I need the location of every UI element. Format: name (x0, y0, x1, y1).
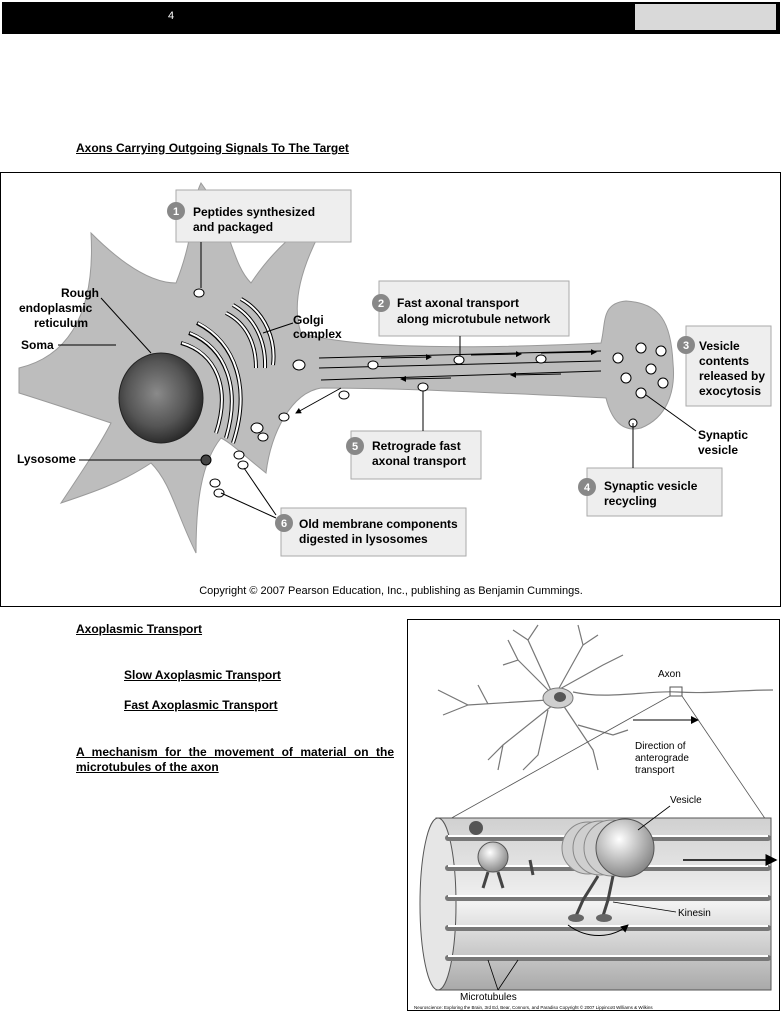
mechanism-text: A mechanism for the movement of material… (76, 745, 394, 774)
svg-text:2: 2 (378, 298, 384, 310)
label-reticulum: reticulum (34, 316, 88, 330)
page-number: 4 (168, 10, 175, 22)
section-title-axoplasmic: Axoplasmic Transport (76, 622, 203, 636)
svg-text:Retrograde fast: Retrograde fast (372, 439, 461, 453)
svg-text:released by: released by (699, 369, 765, 383)
slow-transport-heading: Slow Axoplasmic Transport (124, 668, 281, 682)
lysosome-dot (200, 454, 212, 466)
label-anterograde: anterograde (635, 753, 689, 764)
label-kinesin: Kinesin (678, 908, 711, 919)
figure2-credit: Neuroscience: Exploring the Brain, 3rd E… (414, 1004, 653, 1010)
callout-5: 5 Retrograde fast axonal transport (346, 430, 482, 480)
svg-text:exocytosis: exocytosis (699, 384, 761, 398)
label-direction: Direction of (635, 741, 686, 752)
svg-text:Vesicle: Vesicle (699, 339, 740, 353)
label-vesicle: Vesicle (670, 795, 702, 806)
label-rough: Rough (61, 286, 99, 300)
label-synaptic: Synaptic (698, 428, 748, 442)
callout-1: 1 Peptides synthesized and packaged (167, 189, 352, 243)
label-axon: Axon (658, 669, 681, 680)
svg-text:3: 3 (683, 340, 689, 352)
label-complex: complex (293, 327, 342, 341)
svg-text:and packaged: and packaged (193, 220, 273, 234)
vesicles (193, 288, 669, 498)
svg-text:along microtubule network: along microtubule network (397, 312, 551, 326)
callout-6: 6 Old membrane components digested in ly… (275, 507, 467, 557)
callout-3: 3 Vesicle contents released by exocytosi… (677, 325, 772, 407)
svg-text:recycling: recycling (604, 494, 657, 508)
label-soma: Soma (21, 338, 54, 352)
neuron-transport-figure: 1 Peptides synthesized and packaged 2 Fa… (0, 172, 781, 607)
svg-text:Fast axonal transport: Fast axonal transport (397, 296, 519, 310)
neuron-drawing (437, 624, 774, 771)
figure1-copyright: Copyright © 2007 Pearson Education, Inc.… (199, 585, 583, 597)
header-gray-box (635, 4, 776, 30)
neuron-diagram: 1 Peptides synthesized and packaged 2 Fa… (17, 182, 772, 597)
nucleus (118, 352, 204, 444)
label-synaptic-vesicle: vesicle (698, 443, 738, 457)
svg-text:Old membrane components: Old membrane components (299, 517, 458, 531)
label-transport: transport (635, 765, 675, 776)
fast-transport-heading: Fast Axoplasmic Transport (124, 698, 278, 712)
section-title-axons: Axons Carrying Outgoing Signals To The T… (76, 141, 349, 155)
svg-text:Synaptic vesicle: Synaptic vesicle (604, 479, 698, 493)
svg-text:4: 4 (584, 482, 591, 494)
callout-4: 4 Synaptic vesicle recycling (578, 467, 723, 517)
kinesin-diagram: Axon Direction of anterograde transport … (414, 624, 778, 1010)
kinesin-transport-figure: Axon Direction of anterograde transport … (407, 619, 780, 1011)
svg-text:5: 5 (352, 441, 358, 453)
svg-text:Peptides synthesized: Peptides synthesized (193, 205, 315, 219)
svg-text:6: 6 (281, 518, 287, 530)
label-microtubules: Microtubules (460, 992, 517, 1003)
vesicle-sphere (595, 818, 655, 878)
svg-text:contents: contents (699, 354, 749, 368)
svg-text:1: 1 (173, 206, 179, 218)
callout-2: 2 Fast axonal transport along microtubul… (372, 280, 570, 337)
label-golgi: Golgi (293, 313, 324, 327)
kinesin-motors (481, 859, 615, 917)
svg-text:digested in lysosomes: digested in lysosomes (299, 532, 428, 546)
label-lysosome: Lysosome (17, 452, 76, 466)
label-endoplasmic: endoplasmic (19, 301, 93, 315)
svg-text:axonal transport: axonal transport (372, 454, 466, 468)
